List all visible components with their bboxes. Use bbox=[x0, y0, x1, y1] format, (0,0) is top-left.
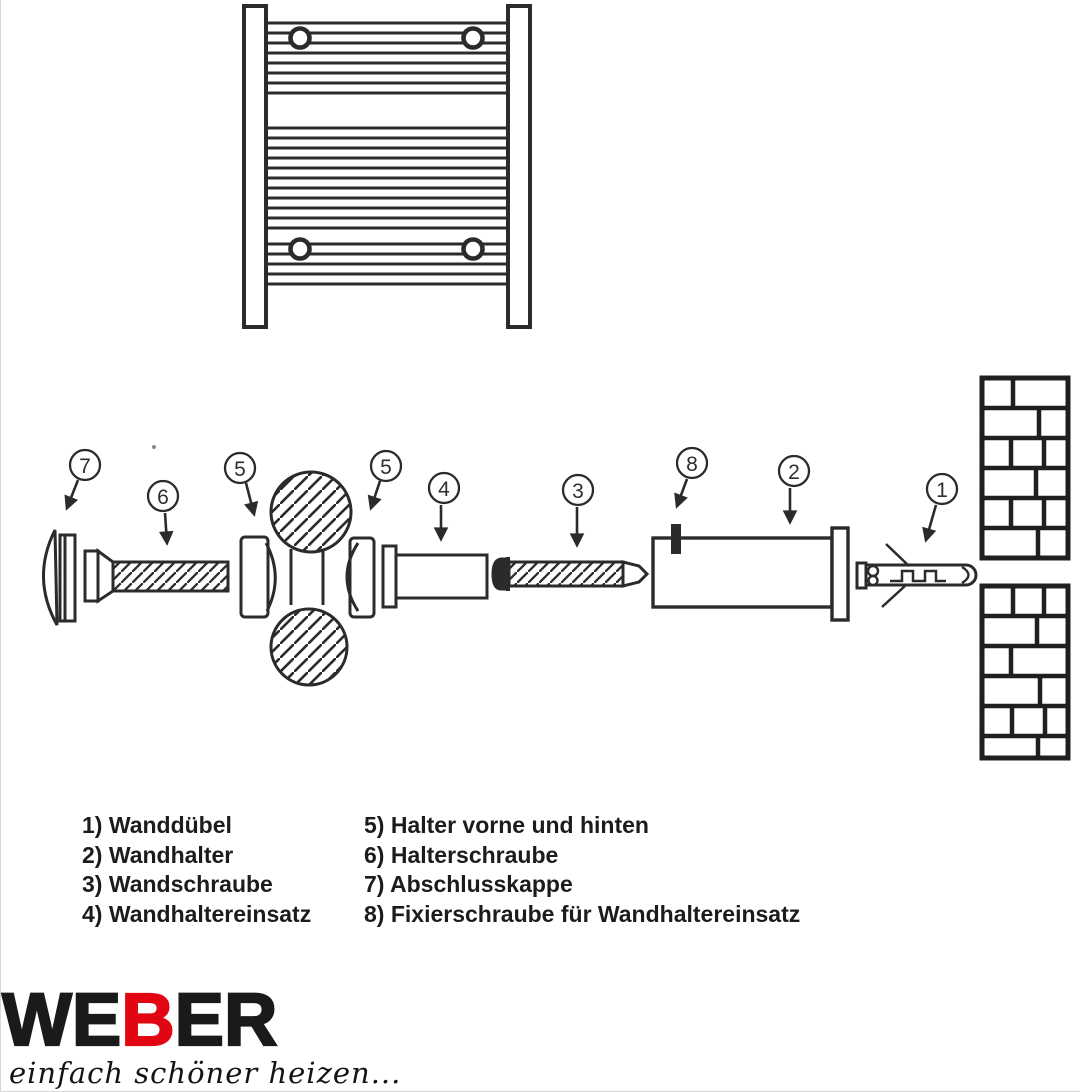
callouts: 7 6 5 5 4 bbox=[64, 446, 959, 548]
legend-item-7: 7) Abschlusskappe bbox=[364, 871, 573, 898]
pipe-top bbox=[269, 470, 353, 554]
legend-item-5: 5) Halter vorne und hinten bbox=[364, 812, 649, 838]
print-speck bbox=[152, 445, 156, 449]
callout-3-label: 3 bbox=[572, 480, 584, 503]
legend-item-1: 1) Wanddübel bbox=[82, 812, 232, 838]
legend-item-2: 2) Wandhalter bbox=[82, 841, 234, 868]
callout-8-label: 8 bbox=[686, 453, 698, 476]
wordmark-we: WE bbox=[1, 978, 122, 1061]
brick-wall-upper bbox=[979, 375, 1071, 561]
callout-4-label: 4 bbox=[438, 478, 450, 501]
wordmark-b-red: B bbox=[120, 978, 176, 1061]
legend-item-3: 3) Wandschraube bbox=[82, 871, 273, 898]
wall-holder-insert-part bbox=[381, 544, 489, 609]
end-cap-part bbox=[42, 529, 77, 626]
legend-column-left: 1) Wanddübel 2) Wandhalter 3) Wandschrau… bbox=[82, 811, 311, 929]
callout-2: 2 bbox=[777, 454, 811, 525]
exploded-assembly bbox=[42, 470, 978, 687]
weber-wordmark: WEBER bbox=[1, 981, 401, 1057]
callout-1-label: 1 bbox=[936, 479, 948, 502]
legend-column-right: 5) Halter vorne und hinten 6) Halterschr… bbox=[364, 811, 800, 929]
holder-screw-part bbox=[83, 548, 230, 604]
radiator-right-rail bbox=[506, 4, 532, 329]
callout-6: 6 bbox=[146, 479, 180, 546]
callout-3: 3 bbox=[561, 473, 595, 548]
radiator-left-rail bbox=[242, 4, 268, 329]
callout-1: 1 bbox=[922, 472, 959, 543]
fixing-screw-pin bbox=[671, 524, 681, 554]
callout-8: 8 bbox=[674, 446, 709, 509]
holder-front-back-part bbox=[239, 470, 376, 687]
callout-5-left-label: 5 bbox=[234, 458, 246, 481]
wall-holder-part bbox=[651, 524, 850, 622]
legend-item-4: 4) Wandhaltereinsatz bbox=[82, 900, 312, 927]
callout-5-left: 5 bbox=[223, 451, 259, 517]
legend-item-6: 6) Halterschraube bbox=[364, 841, 559, 868]
towel-radiator-schematic bbox=[242, 4, 532, 329]
callout-7-label: 7 bbox=[79, 455, 91, 478]
weber-tagline: einfach schöner heizen... bbox=[9, 1056, 402, 1090]
wall-screw-part bbox=[491, 557, 650, 591]
pipe-bottom bbox=[269, 607, 349, 687]
callout-6-label: 6 bbox=[157, 486, 169, 509]
callout-2-label: 2 bbox=[788, 461, 800, 484]
callout-7: 7 bbox=[64, 448, 102, 511]
brick-wall bbox=[979, 375, 1071, 761]
wall-plug-part bbox=[855, 543, 978, 608]
radiator-mounting-points bbox=[288, 26, 485, 261]
weber-logo: WEBER einfach schöner heizen... bbox=[1, 981, 402, 1090]
callout-5-right: 5 bbox=[367, 449, 403, 511]
legend-item-8: 8) Fixierschraube für Wandhaltereinsatz bbox=[364, 900, 801, 927]
brick-wall-lower bbox=[979, 583, 1071, 761]
radiator-rungs bbox=[266, 21, 508, 286]
wordmark-er: ER bbox=[174, 978, 279, 1061]
callout-4: 4 bbox=[427, 471, 461, 542]
callout-5-right-label: 5 bbox=[380, 456, 392, 479]
